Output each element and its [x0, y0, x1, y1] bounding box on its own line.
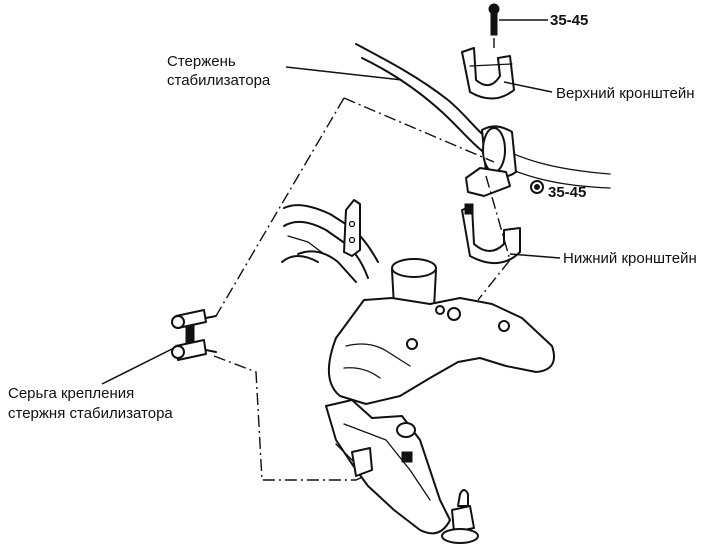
stabilizer-bar-label-line2: стабилизатора: [167, 72, 271, 89]
subframe: [281, 199, 379, 283]
lower-bracket-label: Нижний кронштейн: [563, 250, 697, 267]
middle-bracket: [465, 167, 544, 197]
stabilizer-link-label-line2: стержня стабилизатора: [8, 405, 173, 422]
torque-label-top: 35-45: [550, 12, 588, 29]
stabilizer-bushing: [481, 125, 517, 178]
upper-bracket-leader: [503, 81, 553, 93]
upper-bracket: [461, 47, 515, 100]
control-arm: [325, 258, 555, 544]
upper-bolt: [488, 3, 548, 36]
stabilizer-link-label-line1: Серьга крепления: [8, 385, 134, 402]
stabilizer-bar-label-line1: Стержень: [167, 53, 236, 70]
torque-label-nut: 35-45: [548, 184, 586, 201]
lower-bracket: [461, 203, 561, 264]
stabilizer-bar-leader: [285, 66, 403, 81]
upper-bracket-label: Верхний кронштейн: [556, 85, 695, 102]
stabilizer-link: [101, 309, 217, 385]
